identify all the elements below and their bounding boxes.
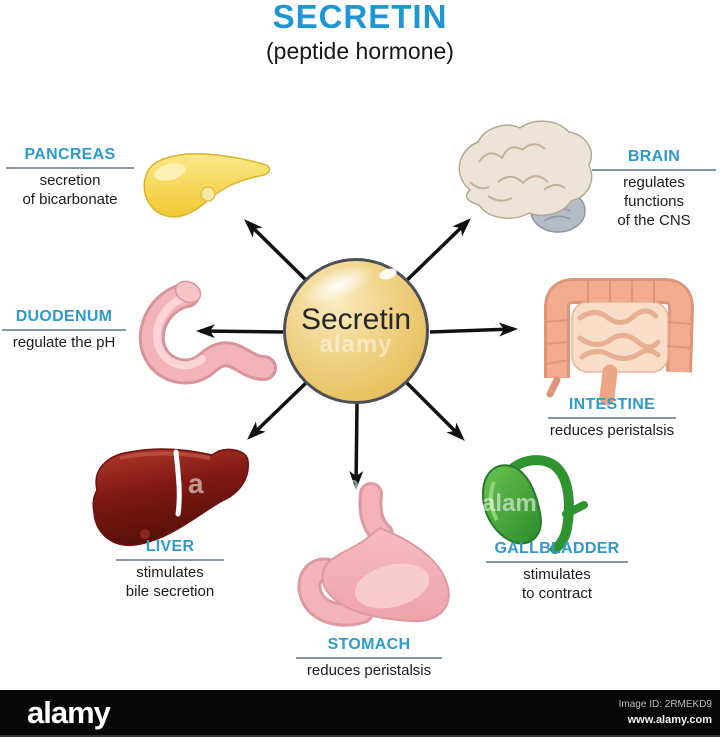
arrow-to-liver [247, 379, 310, 440]
brain-icon [458, 120, 593, 233]
intestine-effect: reduces peristalsis [549, 422, 675, 439]
arrow-to-stomach [349, 403, 364, 490]
liver-name: LIVER [116, 538, 224, 561]
diagram-canvas [92, 120, 694, 627]
label-brain: BRAIN regulates functions of the CNS [592, 148, 716, 230]
duodenum-icon [138, 280, 277, 385]
hub-label: Secretin [300, 303, 412, 336]
pancreas-name: PANCREAS [6, 146, 134, 169]
image-id-text: Image ID: 2RMEKD9 [618, 699, 712, 710]
footer-meta: Image ID: 2RMEKD9 www.alamy.com [619, 697, 712, 729]
gallbladder-effect: stimulates to contract [521, 566, 593, 602]
arrow-to-duodenum [196, 324, 284, 339]
liver-icon [92, 448, 249, 547]
hub-watermark-text: alamy [319, 331, 393, 358]
label-duodenum: DUODENUM regulate the pH [2, 308, 126, 353]
alamy-logo: alamy [27, 695, 111, 730]
liver-effect: stimulates bile secretion [125, 564, 215, 600]
intestine-icon [544, 278, 694, 406]
duodenum-effect: regulate the pH [12, 334, 116, 351]
stomach-effect: reduces peristalsis [306, 662, 432, 679]
gallbladder-name: GALLBLADDER [486, 540, 628, 563]
alamy-footer-bar: alamy Image ID: 2RMEKD9 www.alamy.com [0, 690, 720, 737]
page-title: SECRETIN [272, 0, 448, 35]
stomach-name: STOMACH [296, 636, 442, 659]
gallbladder-icon [481, 455, 588, 554]
brain-effect: regulates functions of the CNS [617, 174, 691, 229]
label-liver: LIVER stimulates bile secretion [116, 538, 224, 602]
duodenum-name: DUODENUM [2, 308, 126, 331]
arrow-to-gallbladder [403, 379, 465, 441]
pancreas-icon [143, 153, 271, 218]
brain-name: BRAIN [592, 148, 716, 171]
alamy-url-text: www.alamy.com [627, 714, 712, 726]
page-subtitle: (peptide hormone) [266, 38, 454, 64]
hub-gloss-dot [377, 266, 399, 282]
secretin-hub: Secretin alamy [283, 256, 429, 404]
label-pancreas: PANCREAS secretion of bicarbonate [6, 146, 134, 210]
pancreas-effect: secretion of bicarbonate [22, 172, 118, 208]
intestine-name: INTESTINE [548, 396, 676, 419]
arrow-to-pancreas [244, 219, 311, 285]
arrow-to-intestine [429, 322, 518, 337]
label-intestine: INTESTINE reduces peristalsis [548, 396, 676, 441]
arrow-to-brain [402, 218, 471, 285]
stomach-icon [297, 482, 450, 627]
label-stomach: STOMACH reduces peristalsis [296, 636, 442, 681]
label-gallbladder: GALLBLADDER stimulates to contract [486, 540, 628, 604]
